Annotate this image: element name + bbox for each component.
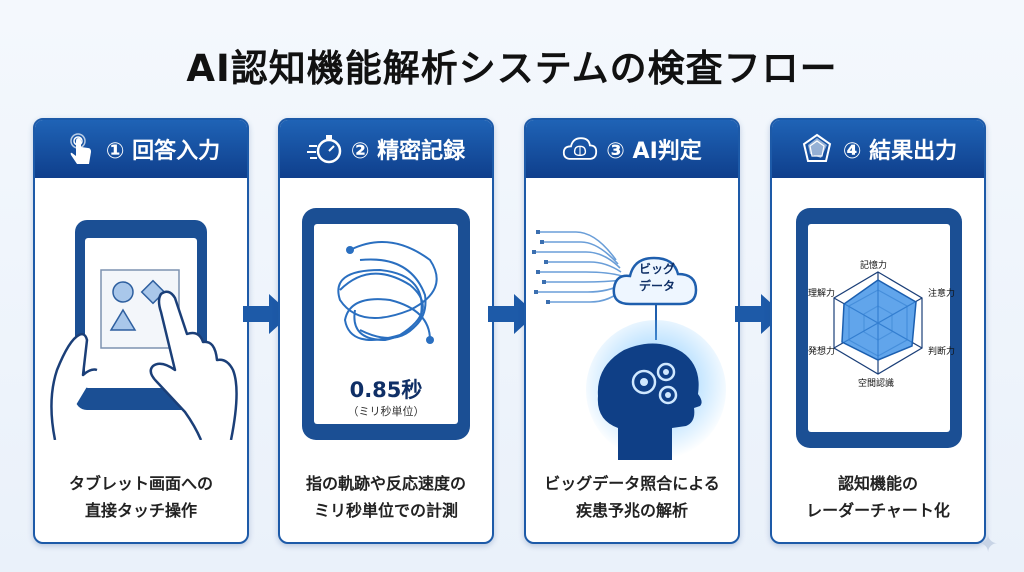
step-header-label: ② 精密記録 (350, 139, 466, 164)
tablet-trajectory-illustration (302, 208, 470, 440)
step-caption: 認知機能の レーダーチャート化 (772, 470, 984, 524)
tablet-radar-illustration (796, 208, 962, 448)
cloud-brain-icon (562, 131, 598, 167)
cloud-label-line2: データ (638, 279, 675, 293)
step-header-label: ① 回答入力 (105, 139, 221, 164)
step-card-output: ④ 結果出力 記憶力 注意力 判断力 空間認識 発想力 理解力 認知機能の レー… (770, 118, 986, 544)
radar-label: 判断力 (928, 347, 956, 357)
radar-label: 発想力 (808, 347, 836, 357)
page-title: AI認知機能解析システムの検査フロー (186, 47, 838, 90)
radar-label: 理解力 (808, 289, 836, 299)
radar-icon (799, 131, 835, 167)
step-caption: タブレット画面への 直接タッチ操作 (35, 470, 247, 524)
step-header-label: ④ 結果出力 (842, 139, 958, 164)
sparkle-icon: ✦ (978, 530, 999, 558)
caption-line1: ビッグデータ照合による (544, 474, 720, 493)
caption-line2: 疾患予兆の解析 (575, 501, 688, 520)
caption-line2: レーダーチャート化 (806, 501, 950, 520)
cloud-label: ビッグ データ (626, 261, 688, 295)
caption-line2: 直接タッチ操作 (84, 501, 197, 520)
time-unit-note: （ミリ秒単位） (347, 405, 425, 418)
step-header-output: ④ 結果出力 (772, 120, 984, 178)
radar-label: 空間認識 (858, 379, 895, 389)
step-header-record: ② 精密記録 (280, 120, 492, 178)
step-header-input: ① 回答入力 (35, 120, 247, 178)
step-header-label: ③ AI判定 (606, 139, 702, 164)
ai-analysis-illustration (532, 230, 726, 460)
caption-line1: 指の軌跡や反応速度の (305, 474, 466, 493)
touch-icon (62, 131, 98, 167)
radar-label: 注意力 (928, 289, 956, 299)
caption-line2: ミリ秒単位での計測 (313, 501, 458, 520)
stopwatch-icon (306, 131, 343, 167)
tablet-touch-illustration (50, 220, 238, 440)
step-card-record: ② 精密記録 0.85秒 （ミリ秒単位） 指の軌跡や反応速度の ミリ秒単位での計… (278, 118, 494, 544)
step-caption: ビッグデータ照合による 疾患予兆の解析 (526, 470, 738, 524)
caption-line1: タブレット画面への (68, 474, 213, 493)
step-header-ai: ③ AI判定 (526, 120, 738, 178)
step-card-input: ① 回答入力 タブレット画面への 直接タッチ操作 (33, 118, 249, 544)
radar-label: 記憶力 (860, 261, 888, 271)
step-card-ai: ③ AI判定 (524, 118, 740, 544)
cloud-label-line1: ビッグ (638, 262, 675, 276)
time-value: 0.85秒 (349, 378, 423, 402)
step-caption: 指の軌跡や反応速度の ミリ秒単位での計測 (280, 470, 492, 524)
caption-line1: 認知機能の (837, 474, 918, 493)
